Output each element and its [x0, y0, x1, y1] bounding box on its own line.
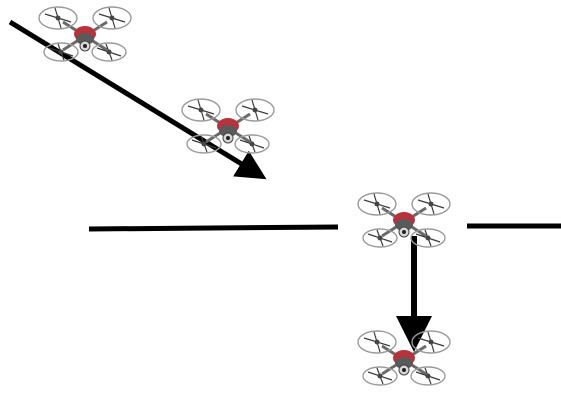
quadcopter-icon: [356, 329, 452, 387]
quadcopter-icon: [180, 97, 276, 155]
quadcopter-icon: [356, 191, 452, 249]
diagonal-arrow: [8, 19, 267, 180]
quadcopter-icon: [37, 5, 133, 63]
horizontal-line-left: [88, 224, 339, 232]
